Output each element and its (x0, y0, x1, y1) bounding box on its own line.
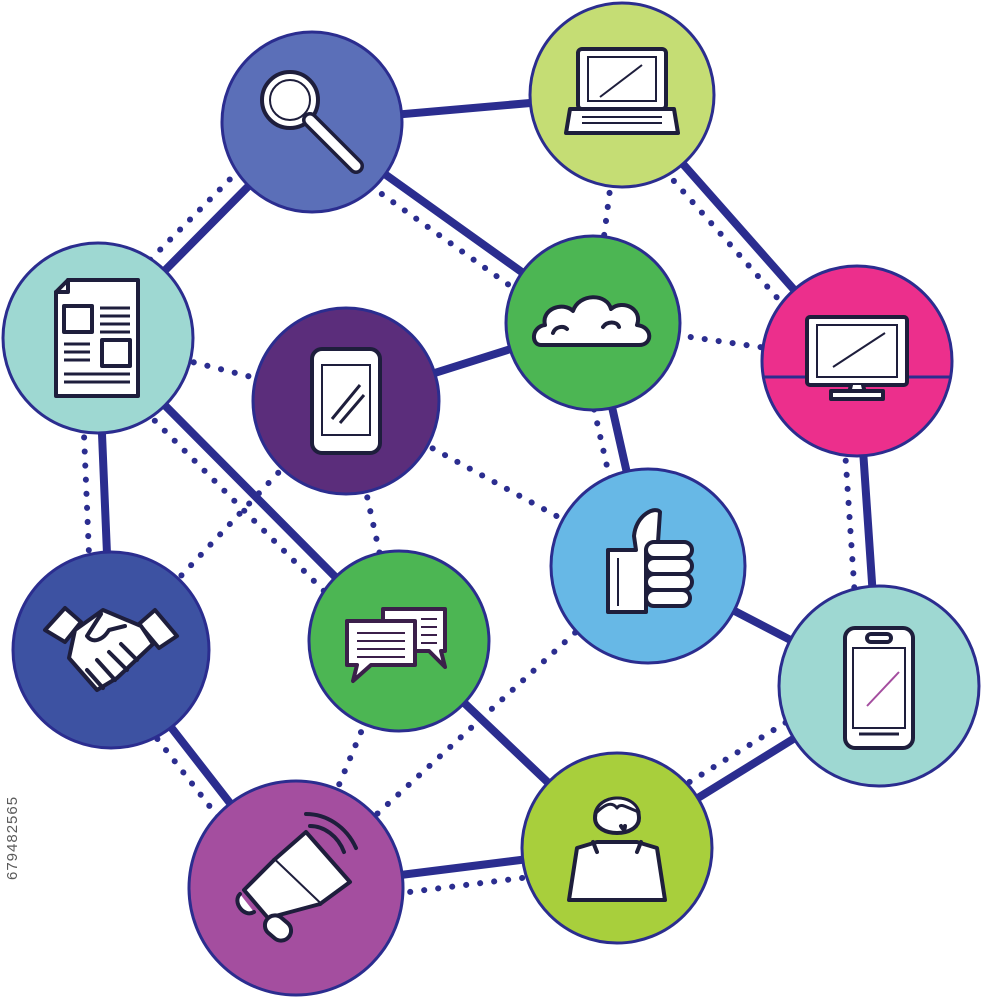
node-cloud (504, 234, 682, 412)
monitor-icon (805, 315, 909, 401)
document-icon (54, 278, 140, 398)
smartphone-icon (843, 626, 915, 750)
thumbs-up-icon (606, 508, 694, 614)
chat-icon (345, 607, 447, 683)
node-phone (777, 584, 981, 788)
node-thumbsup (549, 467, 747, 665)
cloud-icon (532, 295, 652, 347)
side-watermark-text: 679482565 (4, 795, 21, 880)
node-handshake (11, 550, 211, 750)
node-laptop (528, 1, 716, 189)
tablet-icon (310, 347, 382, 455)
node-megaphone (187, 779, 405, 997)
magnifier-icon (260, 70, 364, 174)
person-icon (567, 796, 667, 902)
dotted-link-laptop-cloud (590, 92, 625, 326)
node-search (220, 30, 404, 214)
dotted-link-document-handshake (77, 335, 97, 654)
node-person (520, 751, 714, 945)
links-layer (77, 91, 883, 909)
node-tablet (251, 306, 441, 496)
node-monitor (760, 264, 954, 458)
handshake-icon (43, 606, 179, 692)
node-document (1, 241, 195, 435)
megaphone-icon (235, 812, 358, 943)
laptop-icon (564, 47, 680, 135)
node-chat (307, 549, 491, 733)
